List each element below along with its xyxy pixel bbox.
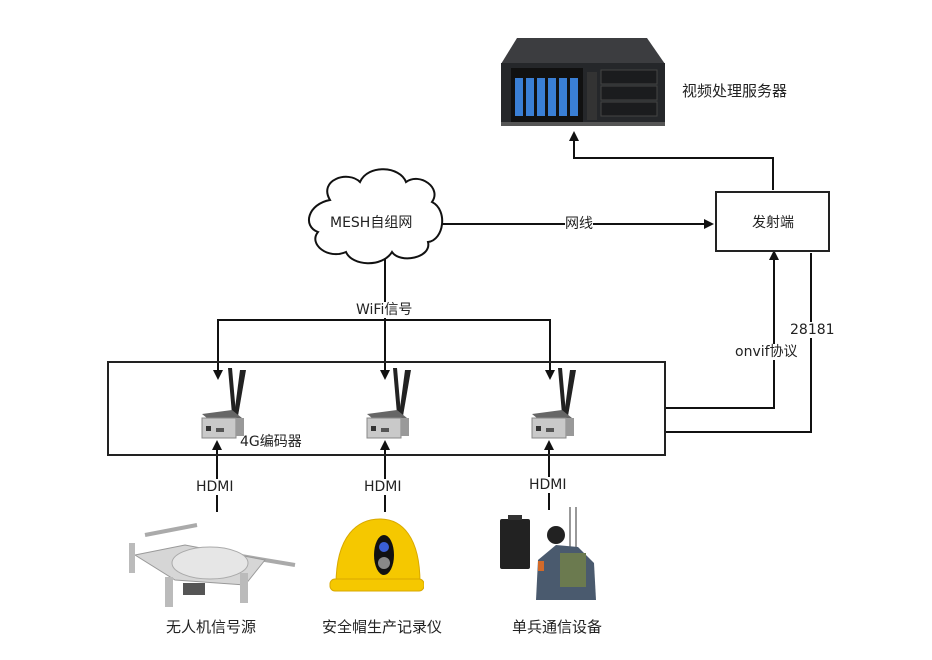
cloud-icon xyxy=(307,168,444,265)
edge-label-onvif: onvif协议 xyxy=(735,344,798,360)
encoder-label: 4G编码器 xyxy=(240,434,302,450)
edge-onvif xyxy=(665,250,779,409)
source-label-drone: 无人机信号源 xyxy=(166,618,257,636)
edge-label-hdmi: HDMI xyxy=(529,477,567,493)
server-rack-icon xyxy=(497,36,669,128)
drone-icon xyxy=(125,515,300,615)
edge-28181 xyxy=(665,253,812,433)
helmet-camera-icon xyxy=(328,515,425,595)
server-label: 视频处理服务器 xyxy=(682,82,788,100)
edge-label-hdmi: HDMI xyxy=(364,479,402,495)
edge-label-wifi: WiFi信号 xyxy=(356,302,413,318)
edge-label-28181: 28181 xyxy=(790,322,835,338)
soldier-radio-icon xyxy=(498,505,613,600)
router-antenna-icon xyxy=(363,364,415,440)
transmitter-node xyxy=(715,191,830,252)
source-label-soldier: 单兵通信设备 xyxy=(512,618,603,636)
source-label-helmet: 安全帽生产记录仪 xyxy=(322,618,443,636)
router-antenna-icon xyxy=(528,364,580,440)
encoder-group xyxy=(107,361,666,456)
edge-transmitter-server xyxy=(569,131,774,190)
router-antenna-icon xyxy=(198,364,250,440)
transmitter-label: 发射端 xyxy=(752,215,794,231)
edge-label-hdmi: HDMI xyxy=(196,479,234,495)
edge-label-cable: 网线 xyxy=(565,216,593,232)
mesh-label: MESH自组网 xyxy=(330,215,413,231)
